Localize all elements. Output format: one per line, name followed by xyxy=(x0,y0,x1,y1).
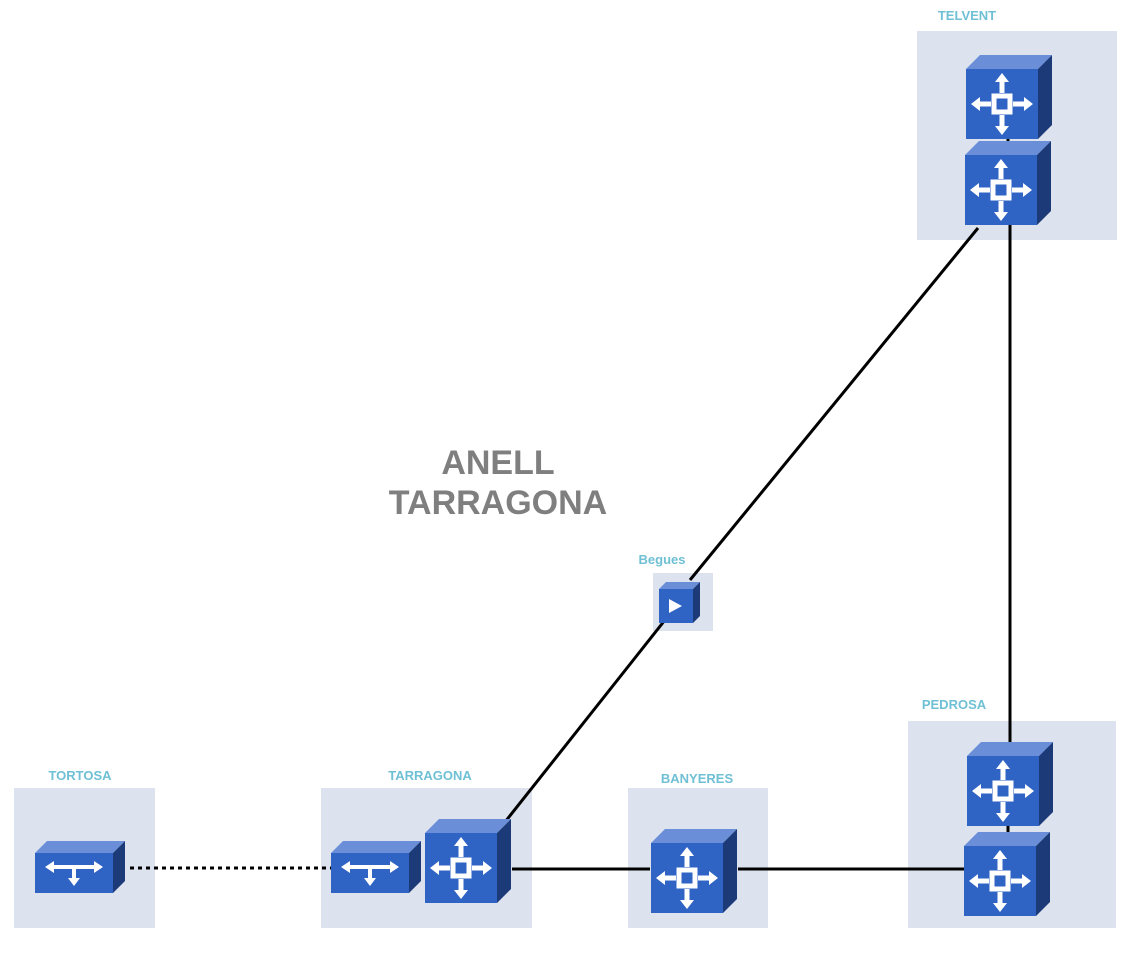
router-icon xyxy=(967,742,1053,826)
play-icon xyxy=(659,582,700,623)
router-icon xyxy=(651,829,737,913)
link-begues-tarragona xyxy=(503,619,667,823)
router-icon xyxy=(965,141,1051,225)
switch-icon xyxy=(35,841,125,893)
router-icon xyxy=(964,832,1050,916)
site-label-tarragona: TARRAGONA xyxy=(388,768,472,783)
site-label-banyeres: BANYERES xyxy=(661,771,734,786)
router-icon xyxy=(966,55,1052,139)
diagram-title-line1: ANELL xyxy=(441,444,554,482)
switch-icon xyxy=(331,841,421,893)
site-label-telvent: TELVENT xyxy=(938,8,996,23)
link-telvent-begues xyxy=(688,227,980,581)
site-label-begues: Begues xyxy=(639,552,686,567)
site-label-tortosa: TORTOSA xyxy=(48,768,112,783)
site-label-pedrosa: PEDROSA xyxy=(922,697,987,712)
diagram-title-line2: TARRAGONA xyxy=(389,484,607,522)
router-icon xyxy=(425,819,511,903)
